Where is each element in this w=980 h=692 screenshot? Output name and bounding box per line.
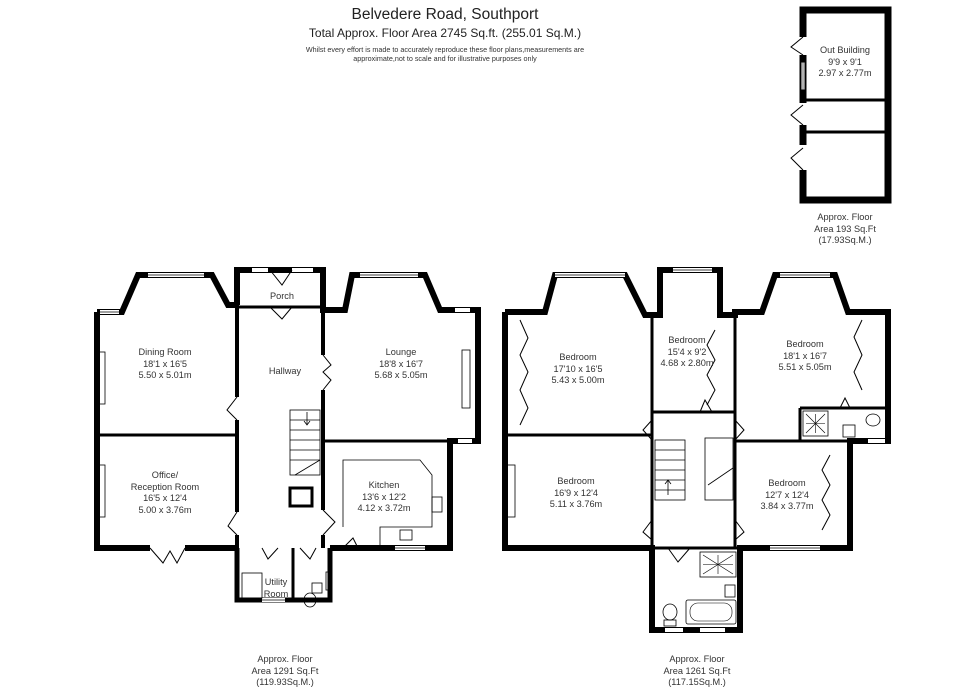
room-label-hallway: Hallway xyxy=(269,366,301,378)
room-label-out-building: Out Building 9'9 x 9'1 2.97 x 2.77m xyxy=(818,45,871,80)
room-label-bedroom-3: Bedroom 18'1 x 16'7 5.51 x 5.05m xyxy=(778,339,831,374)
room-name: Out Building xyxy=(819,45,871,55)
area-line: Area 193 Sq.Ft xyxy=(814,223,876,234)
area-line: Approx. Floor xyxy=(257,654,313,664)
room-dimensions-metric: 3.84 x 3.77m xyxy=(760,501,814,511)
room-dimensions-metric: 5.43 x 5.00m xyxy=(551,375,605,385)
area-line: (17.93Sq.M.) xyxy=(818,235,872,245)
room-dimensions-imperial: 18'1 x 16'5 xyxy=(143,358,187,369)
area-line: (117.15Sq.M.) xyxy=(668,677,726,687)
room-name: Bedroom xyxy=(786,339,824,349)
room-label-porch: Porch xyxy=(270,291,294,303)
room-name: Porch xyxy=(269,291,295,301)
room-name: Bedroom xyxy=(559,352,597,362)
room-dimensions-imperial: 18'1 x 16'7 xyxy=(783,350,827,361)
room-name: Reception Room xyxy=(130,481,200,492)
room-dimensions-metric: 5.51 x 5.05m xyxy=(778,362,832,372)
room-dimensions-metric: 2.97 x 2.77m xyxy=(818,68,872,78)
room-label-office-reception: Office/ Reception Room 16'5 x 12'4 5.00 … xyxy=(131,470,199,516)
room-dimensions-metric: 5.68 x 5.05m xyxy=(374,370,428,380)
area-line: Approx. Floor xyxy=(669,654,725,664)
outbuilding-floor-area: Approx. Floor Area 193 Sq.Ft (17.93Sq.M.… xyxy=(814,212,876,247)
room-dimensions-metric: 4.68 x 2.80m xyxy=(660,358,714,368)
room-label-kitchen: Kitchen 13'6 x 12'2 4.12 x 3.72m xyxy=(357,480,410,515)
room-dimensions-imperial: 18'8 x 16'7 xyxy=(379,358,423,369)
room-name: Kitchen xyxy=(368,480,400,490)
room-name: Bedroom xyxy=(668,335,706,345)
room-label-bedroom-2: Bedroom 15'4 x 9'2 4.68 x 2.80m xyxy=(660,335,713,370)
room-name: Bedroom xyxy=(768,478,806,488)
room-dimensions-metric: 5.00 x 3.76m xyxy=(138,504,192,515)
room-name: Dining Room xyxy=(138,347,192,357)
total-floor-area: Total Approx. Floor Area 2745 Sq.ft. (25… xyxy=(308,26,582,40)
area-line: Area 1261 Sq.Ft xyxy=(663,665,731,676)
room-dimensions-imperial: 13'6 x 12'2 xyxy=(362,491,406,502)
room-name: Bedroom xyxy=(557,476,595,486)
room-label-utility-room: Utility Room xyxy=(264,577,289,600)
disclaimer-line: approximate,not to scale and for illustr… xyxy=(353,54,537,63)
ground-floor-plan xyxy=(94,267,481,608)
room-dimensions-metric: 5.50 x 5.01m xyxy=(138,370,192,380)
area-line: (119.93Sq.M.) xyxy=(256,677,314,687)
first-floor-plan xyxy=(502,267,891,633)
room-name: Utility xyxy=(264,577,288,587)
disclaimer-line: Whilst every effort is made to accuratel… xyxy=(305,45,585,54)
room-dimensions-imperial: 12'7 x 12'4 xyxy=(765,489,809,500)
room-label-dining-room: Dining Room 18'1 x 16'5 5.50 x 5.01m xyxy=(138,347,191,382)
ground-floor-area: Approx. Floor Area 1291 Sq.Ft (119.93Sq.… xyxy=(252,654,319,689)
room-dimensions-imperial: 15'4 x 9'2 xyxy=(667,346,707,357)
first-floor-area: Approx. Floor Area 1261 Sq.Ft (117.15Sq.… xyxy=(664,654,731,689)
room-name: Lounge xyxy=(385,347,417,357)
room-name: Hallway xyxy=(268,366,302,376)
room-dimensions-metric: 5.11 x 3.76m xyxy=(549,499,603,509)
room-dimensions-imperial: 17'10 x 16'5 xyxy=(553,363,603,374)
room-label-bedroom-1: Bedroom 17'10 x 16'5 5.43 x 5.00m xyxy=(551,352,604,387)
room-label-lounge: Lounge 18'8 x 16'7 5.68 x 5.05m xyxy=(374,347,427,382)
area-line: Area 1291 Sq.Ft xyxy=(251,665,319,676)
area-line: Approx. Floor xyxy=(817,212,873,222)
room-label-bedroom-4: Bedroom 16'9 x 12'4 5.11 x 3.76m xyxy=(550,476,602,511)
plan-title: Belvedere Road, Southport xyxy=(351,6,539,23)
room-name: Room xyxy=(263,588,289,599)
room-dimensions-imperial: 16'5 x 12'4 xyxy=(143,493,187,503)
outbuilding-plan xyxy=(790,6,892,204)
room-dimensions-metric: 4.12 x 3.72m xyxy=(357,503,411,513)
room-dimensions-imperial: 9'9 x 9'1 xyxy=(828,56,862,67)
room-name: Office/ xyxy=(151,470,179,480)
room-label-bedroom-5: Bedroom 12'7 x 12'4 3.84 x 3.77m xyxy=(760,478,813,513)
room-dimensions-imperial: 16'9 x 12'4 xyxy=(554,487,598,498)
disclaimer: Whilst every effort is made to accuratel… xyxy=(0,45,890,63)
